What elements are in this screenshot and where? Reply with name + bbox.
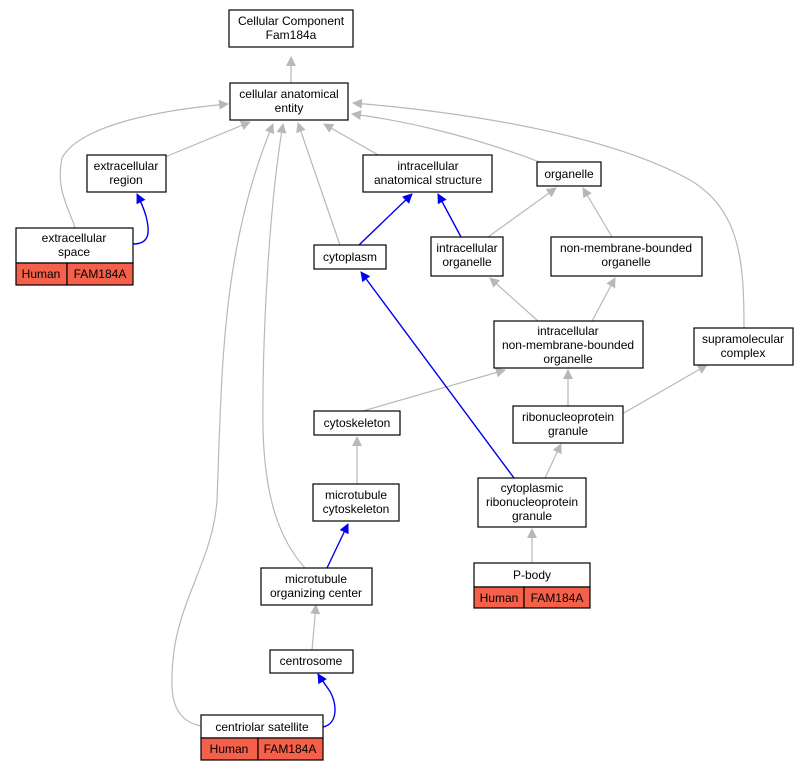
- node-label-line: granule: [512, 509, 552, 523]
- annotation-gene: FAM184A: [74, 267, 127, 281]
- node-label-line: P-body: [513, 568, 551, 582]
- node-label-line: intracellular: [436, 241, 497, 255]
- edge-centrosome-to-mtoc: [310, 604, 321, 651]
- node-intracellular-non-membrane-bounded-organelle[interactable]: intracellular non-membrane-bounded organ…: [493, 320, 644, 369]
- node-label-line: intracellular: [397, 159, 458, 173]
- edge-nmbo-to-organelle: [582, 187, 613, 238]
- edge-mtoc-part-of-microtubule-cytoskeleton: [326, 523, 349, 569]
- node-label-line: extracellular: [94, 159, 159, 173]
- node-extracellular-space[interactable]: extracellular space: [15, 227, 134, 264]
- node-label-line: granule: [548, 424, 588, 438]
- edge-cytoplasmic-rnp-to-rnp-granule: [544, 443, 562, 479]
- annotation-gene: FAM184A: [531, 591, 584, 605]
- node-cellular-anatomical-entity[interactable]: cellular anatomical entity: [229, 82, 349, 121]
- node-intracellular-organelle[interactable]: intracellular organelle: [430, 236, 504, 277]
- edge-extracellular-region-to-cae: [164, 120, 251, 158]
- node-label-line: ribonucleoprotein: [522, 410, 614, 424]
- edge-supramolecular-to-cae: [352, 98, 745, 329]
- node-label-line: organelle: [442, 255, 492, 269]
- node-label-line: complex: [721, 346, 766, 360]
- node-label-line: cytoplasm: [323, 250, 377, 264]
- node-p-body[interactable]: P-body: [473, 562, 591, 588]
- edge-intracellular-nmbo-to-intracellular-organelle: [489, 277, 539, 322]
- node-label-line: organelle: [543, 352, 593, 366]
- annotation-p-body[interactable]: Human FAM184A: [473, 586, 591, 609]
- edge-cytoskeleton-to-intracellular-nmbo: [362, 367, 506, 412]
- edge-centriolar-satellite-to-cae: [171, 123, 275, 727]
- node-ribonucleoprotein-granule[interactable]: ribonucleoprotein granule: [512, 405, 624, 444]
- edge-intracellular-nmbo-to-nmbo: [591, 277, 616, 322]
- annotation-gene: FAM184A: [264, 742, 317, 756]
- node-cytoplasmic-ribonucleoprotein-granule[interactable]: cytoplasmic ribonucleoprotein granule: [477, 477, 587, 528]
- node-label-line: centriolar satellite: [215, 720, 309, 734]
- edge-organelle-to-cae: [351, 110, 546, 165]
- node-centrosome[interactable]: centrosome: [269, 649, 354, 674]
- edge-intracellular-organelle-to-organelle: [487, 187, 557, 238]
- node-centriolar-satellite[interactable]: centriolar satellite: [200, 714, 324, 739]
- node-label-line: non-membrane-bounded: [560, 241, 692, 255]
- edge-cytoplasmic-rnp-part-of-cytoplasm: [360, 271, 515, 479]
- edge-rnp-granule-to-supramolecular: [621, 364, 708, 415]
- node-label-line: organelle: [601, 255, 651, 269]
- annotation-species: Human: [210, 742, 249, 756]
- node-label-line: intracellular: [537, 324, 598, 338]
- node-label-line: entity: [275, 101, 304, 115]
- node-organelle[interactable]: organelle: [536, 161, 602, 187]
- edge-intracellular-organelle-part-of-ias: [437, 193, 462, 238]
- node-label-line: cytoplasmic: [501, 481, 564, 495]
- node-extracellular-region[interactable]: extracellular region: [86, 154, 167, 193]
- node-cytoplasm[interactable]: cytoplasm: [313, 244, 387, 270]
- annotation-species: Human: [22, 267, 61, 281]
- node-non-membrane-bounded-organelle[interactable]: non-membrane-bounded organelle: [550, 236, 703, 277]
- node-label-line: anatomical structure: [374, 173, 482, 187]
- node-label-line: extracellular: [42, 231, 107, 245]
- node-label-line: supramolecular: [702, 332, 784, 346]
- node-label-line: non-membrane-bounded: [502, 338, 634, 352]
- edges: [59, 56, 745, 728]
- node-label-line: Fam184a: [266, 28, 317, 42]
- edge-extracellular-space-part-of-extracellular-region: [132, 193, 149, 245]
- nodes: Cellular Component Fam184a cellular anat…: [15, 9, 794, 761]
- node-cytoskeleton[interactable]: cytoskeleton: [313, 410, 401, 436]
- node-label-line: Cellular Component: [238, 14, 345, 28]
- node-label-line: cytoskeleton: [323, 502, 390, 516]
- node-label-line: microtubule: [325, 488, 387, 502]
- node-label-line: cytoskeleton: [324, 416, 391, 430]
- node-microtubule-cytoskeleton[interactable]: microtubule cytoskeleton: [312, 483, 400, 522]
- node-label-line: organizing center: [270, 586, 362, 600]
- node-label-line: organelle: [544, 167, 594, 181]
- annotation-species: Human: [480, 591, 519, 605]
- edge-ias-to-cae: [323, 123, 381, 157]
- edge-extracellular-space-to-cae: [59, 99, 229, 229]
- node-label-line: microtubule: [285, 572, 347, 586]
- edge-cytoplasm-part-of-ias: [358, 193, 413, 246]
- node-label-line: centrosome: [280, 654, 343, 668]
- node-label-line: ribonucleoprotein: [486, 495, 578, 509]
- node-label-line: space: [58, 245, 90, 259]
- node-intracellular-anatomical-structure[interactable]: intracellular anatomical structure: [362, 154, 493, 193]
- node-microtubule-organizing-center[interactable]: microtubule organizing center: [260, 567, 373, 606]
- node-label-line: region: [109, 173, 142, 187]
- annotation-extracellular-space[interactable]: Human FAM184A: [15, 262, 134, 286]
- edge-mtoc-to-cae: [262, 123, 306, 569]
- node-supramolecular-complex[interactable]: supramolecular complex: [693, 327, 794, 366]
- node-root[interactable]: Cellular Component Fam184a: [228, 9, 354, 48]
- edge-cytoplasm-to-cae: [296, 122, 341, 246]
- edge-centriolar-satellite-part-of-centrosome: [317, 673, 336, 728]
- node-label-line: cellular anatomical: [239, 87, 338, 101]
- annotation-centriolar-satellite[interactable]: Human FAM184A: [200, 737, 324, 761]
